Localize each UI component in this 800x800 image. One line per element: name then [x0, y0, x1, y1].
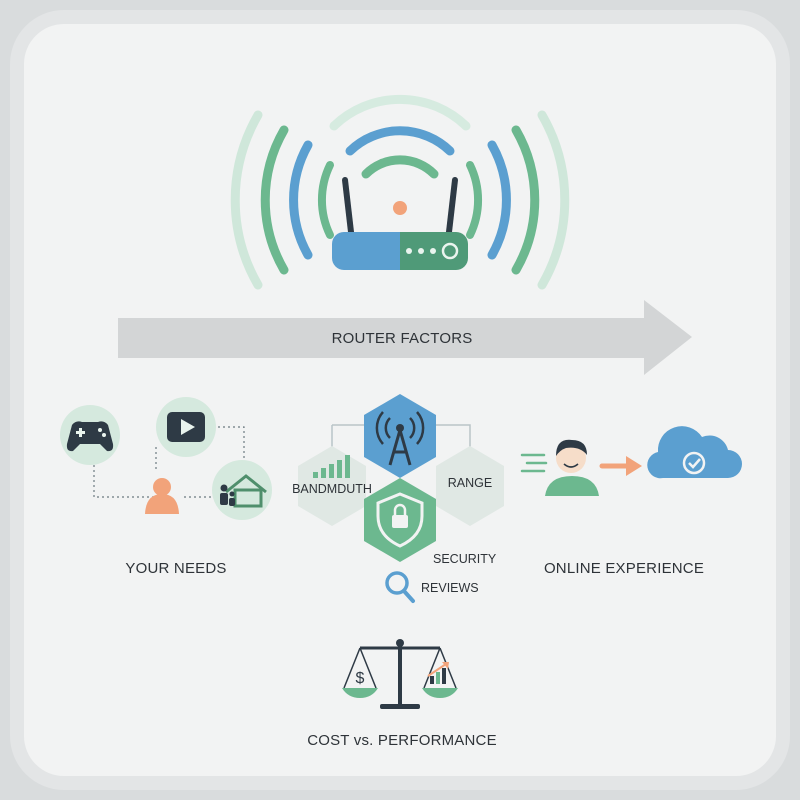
range-label: RANGE: [448, 476, 492, 490]
online-experience-group: ONLINE EXPERIENCE: [520, 426, 742, 577]
cloud-check-icon: [647, 426, 742, 479]
factors-group: BANDMDUTH RANGE SECURITY REVIEWS: [292, 394, 504, 603]
your-needs-label: YOUR NEEDS: [125, 560, 226, 577]
router-factors-arrow: ROUTER FACTORS: [118, 300, 692, 375]
scales-icon: $: [342, 639, 458, 709]
person-icon: [145, 478, 179, 514]
reviews-label: REVIEWS: [421, 581, 479, 595]
user-icon: [545, 439, 599, 496]
shield-lock-icon: [364, 478, 436, 562]
family-home-icon: [212, 460, 272, 520]
your-needs-group: YOUR NEEDS: [60, 397, 272, 577]
bandwidth-label: BANDMDUTH: [292, 482, 372, 496]
video-play-icon: [156, 397, 216, 457]
gamepad-icon: [60, 405, 120, 465]
router-icon: [230, 94, 570, 290]
arrow-label: ROUTER FACTORS: [332, 330, 473, 347]
bandwidth-hex: BANDMDUTH: [292, 446, 372, 526]
svg-text:$: $: [356, 670, 365, 687]
security-label: SECURITY: [433, 552, 497, 566]
antenna-icon: [364, 394, 436, 478]
magnifier-icon: [385, 571, 415, 603]
cost-performance-label: COST vs. PERFORMANCE: [307, 732, 497, 749]
range-hex: RANGE: [436, 446, 504, 526]
online-experience-label: ONLINE EXPERIENCE: [544, 560, 704, 577]
